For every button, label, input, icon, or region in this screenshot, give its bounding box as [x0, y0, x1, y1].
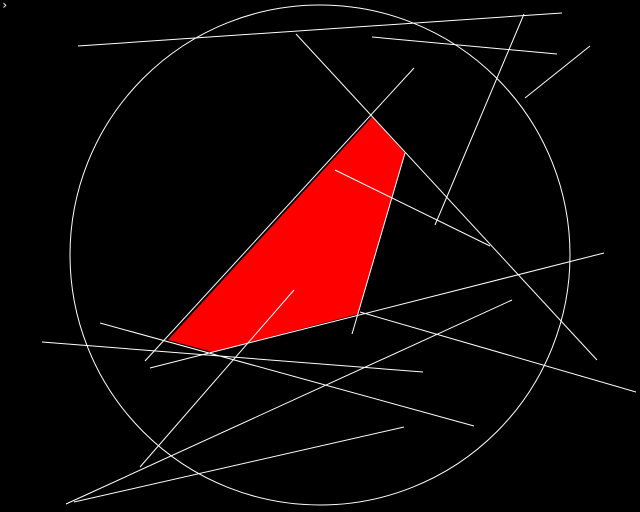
line-group: [41, 12, 637, 505]
line-segment: [144, 67, 415, 362]
line-segment: [149, 252, 605, 369]
line-segment: [359, 311, 637, 393]
line-segment: [77, 12, 563, 47]
line-segment: [371, 36, 558, 55]
line-segment: [139, 289, 295, 468]
line-segment: [334, 169, 491, 247]
line-segment: [434, 13, 525, 226]
prompt-glyph: ›: [1, 0, 9, 12]
outline-circle: [69, 4, 571, 506]
line-segment: [73, 426, 405, 503]
line-segment: [524, 45, 591, 99]
line-segment: [65, 299, 513, 505]
line-segment: [351, 152, 406, 335]
line-segment: [99, 322, 475, 427]
line-segment: [41, 341, 424, 373]
